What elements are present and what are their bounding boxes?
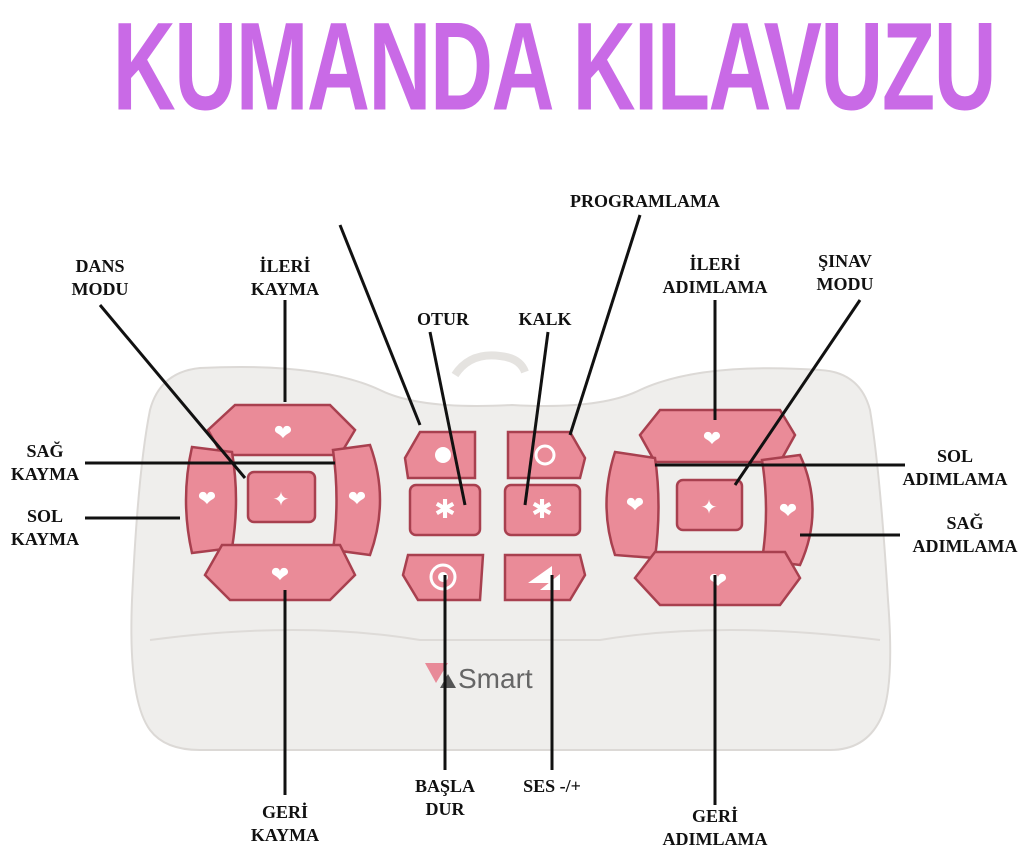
pushup-mode-button[interactable] [675, 478, 744, 532]
reel-icon [435, 447, 451, 463]
stand-button[interactable] [503, 483, 582, 537]
label-ses: SES -/+ [523, 776, 581, 796]
label-sol-adimlama: SOL [937, 446, 973, 466]
label-dans-modu: DANS [75, 256, 124, 276]
svg-text:❤: ❤ [626, 492, 644, 517]
body-seam [149, 629, 881, 641]
label-ileri-kayma-2: KAYMA [251, 279, 319, 299]
page-title: KUMANDA KILAVUZU [112, 0, 997, 137]
leader-lines [85, 214, 905, 805]
label-basla-dur-2: DUR [426, 799, 466, 819]
gear-icon [534, 444, 556, 466]
svg-text:❤: ❤ [703, 426, 721, 451]
sit-dog-icon: ✱ [434, 495, 456, 524]
label-dans-modu-2: MODU [72, 279, 129, 299]
label-sag-kayma: SAĞ [26, 440, 63, 461]
dance-mode-button[interactable] [246, 470, 317, 524]
label-sinav-modu-2: MODU [817, 274, 874, 294]
cable [451, 351, 529, 378]
right-step-button[interactable] [760, 453, 814, 567]
stand-dog-icon: ✱ [531, 495, 553, 524]
label-geri-adimlama-2: ADIMLAMA [663, 829, 768, 849]
programming-button[interactable] [506, 430, 587, 480]
label-sag-adimlama: SAĞ [946, 512, 983, 533]
label-geri-adimlama: GERİ [692, 806, 738, 826]
label-ileri-adimlama: İLERİ [689, 254, 740, 274]
label-sinav-modu: ŞINAV [818, 251, 872, 271]
brand-logo: Smart [425, 663, 533, 694]
svg-text:✦: ✦ [701, 497, 718, 519]
svg-text:❤: ❤ [271, 562, 289, 587]
brand-name: Smart [458, 663, 533, 694]
label-ileri-adimlama-2: ADIMLAMA [663, 277, 768, 297]
label-ileri-kayma: İLERİ [259, 256, 310, 276]
svg-text:❤: ❤ [348, 486, 366, 511]
svg-text:✦: ✦ [273, 489, 290, 511]
svg-text:❤: ❤ [274, 420, 292, 445]
svg-text:❤: ❤ [779, 498, 797, 523]
label-sol-kayma-2: KAYMA [11, 529, 79, 549]
left-slide-button[interactable] [184, 445, 238, 555]
label-sol-kayma: SOL [27, 506, 63, 526]
right-slide-button[interactable] [331, 443, 382, 557]
back-slide-button[interactable] [203, 543, 357, 602]
label-geri-kayma-2: KAYMA [251, 825, 319, 845]
right-dpad [605, 408, 814, 607]
left-dpad [184, 403, 382, 602]
record-icon [429, 563, 457, 591]
svg-text:❤: ❤ [709, 568, 727, 593]
label-geri-kayma: GERİ [262, 802, 308, 822]
label-sol-adimlama-2: ADIMLAMA [903, 469, 1008, 489]
back-step-button[interactable] [633, 550, 802, 607]
label-otur: OTUR [417, 309, 470, 329]
label-basla-dur: BAŞLA [415, 776, 475, 796]
paw-icons: ❤ ❤ ❤ ❤ ❤ ❤ ❤ ❤ ✦ ✦ [198, 420, 797, 593]
label-sag-adimlama-2: ADIMLAMA [913, 536, 1018, 556]
svg-text:❤: ❤ [198, 486, 216, 511]
label-programlama: PROGRAMLAMA [570, 191, 720, 211]
label-kalk: KALK [518, 309, 571, 329]
label-sag-kayma-2: KAYMA [11, 464, 79, 484]
